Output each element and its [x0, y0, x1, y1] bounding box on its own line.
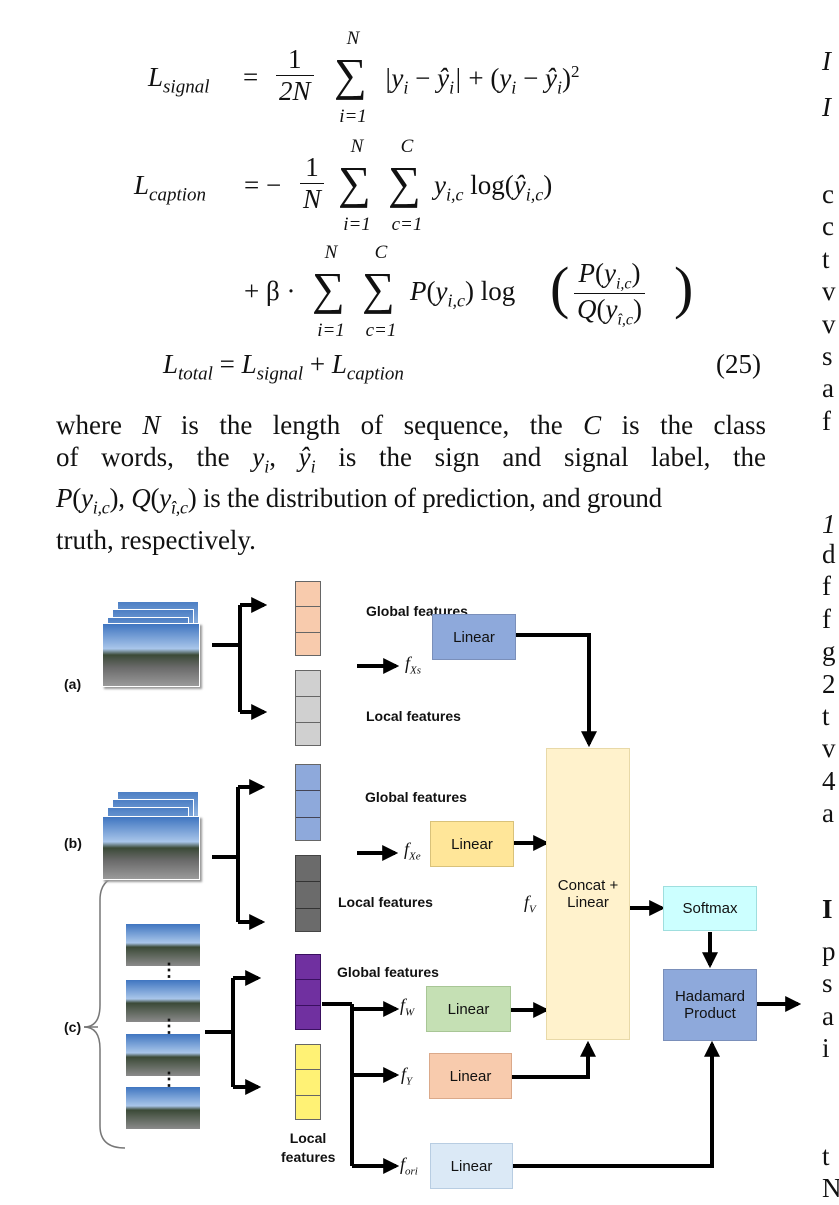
global-features-b — [295, 764, 321, 841]
equation-number: (25) — [716, 349, 761, 379]
f-xs-symbol: fXs — [405, 653, 422, 677]
local-features-label-a: Local features — [366, 708, 461, 724]
f-v-symbol: fV — [524, 892, 536, 916]
softmax-box: Softmax — [663, 886, 757, 931]
global-features-label-b: Global features — [365, 789, 467, 805]
body-paragraph: where N is the length of sequence, the C… — [56, 410, 767, 555]
local-features-a — [295, 670, 321, 746]
row-label-b: (b) — [64, 835, 82, 851]
global-features-label-c: Global features — [337, 964, 439, 980]
eq-caption: Lcaption = − 1 N ∑ N i=1 ∑ C c=1 yi,c lo… — [134, 136, 553, 235]
linear-box-y: Linear — [429, 1053, 512, 1099]
linear-box-w: Linear — [426, 986, 511, 1032]
local-features-b — [295, 855, 321, 932]
global-features-c — [295, 954, 321, 1030]
hadamard-product-box: Hadamard Product — [663, 969, 757, 1041]
f-ori-symbol: fori — [400, 1154, 418, 1178]
local-features-c — [295, 1044, 321, 1120]
f-xe-symbol: fXe — [404, 839, 421, 863]
row-label-c: (c) — [64, 1019, 82, 1035]
linear-box-xs: Linear — [432, 614, 516, 660]
eq-signal: Lsignal = 1 2N ∑ N i=1 |yi − ŷi| + (yi −… — [148, 28, 580, 127]
eq-caption-line2: + β · ∑ N i=1 ∑ C c=1 P(yi,c) log ( P(yi… — [244, 242, 694, 341]
f-y-symbol: fY — [401, 1064, 413, 1088]
linear-box-ori: Linear — [430, 1143, 513, 1189]
eq-total: Ltotal = Lsignal + Lcaption — [163, 349, 404, 385]
linear-box-xe: Linear — [430, 821, 514, 867]
row-label-a: (a) — [64, 676, 82, 692]
global-features-a — [295, 581, 321, 656]
concat-linear-box: Concat + Linear — [546, 748, 630, 1040]
f-w-symbol: fW — [400, 995, 415, 1019]
local-features-label-b: Local features — [338, 894, 433, 910]
